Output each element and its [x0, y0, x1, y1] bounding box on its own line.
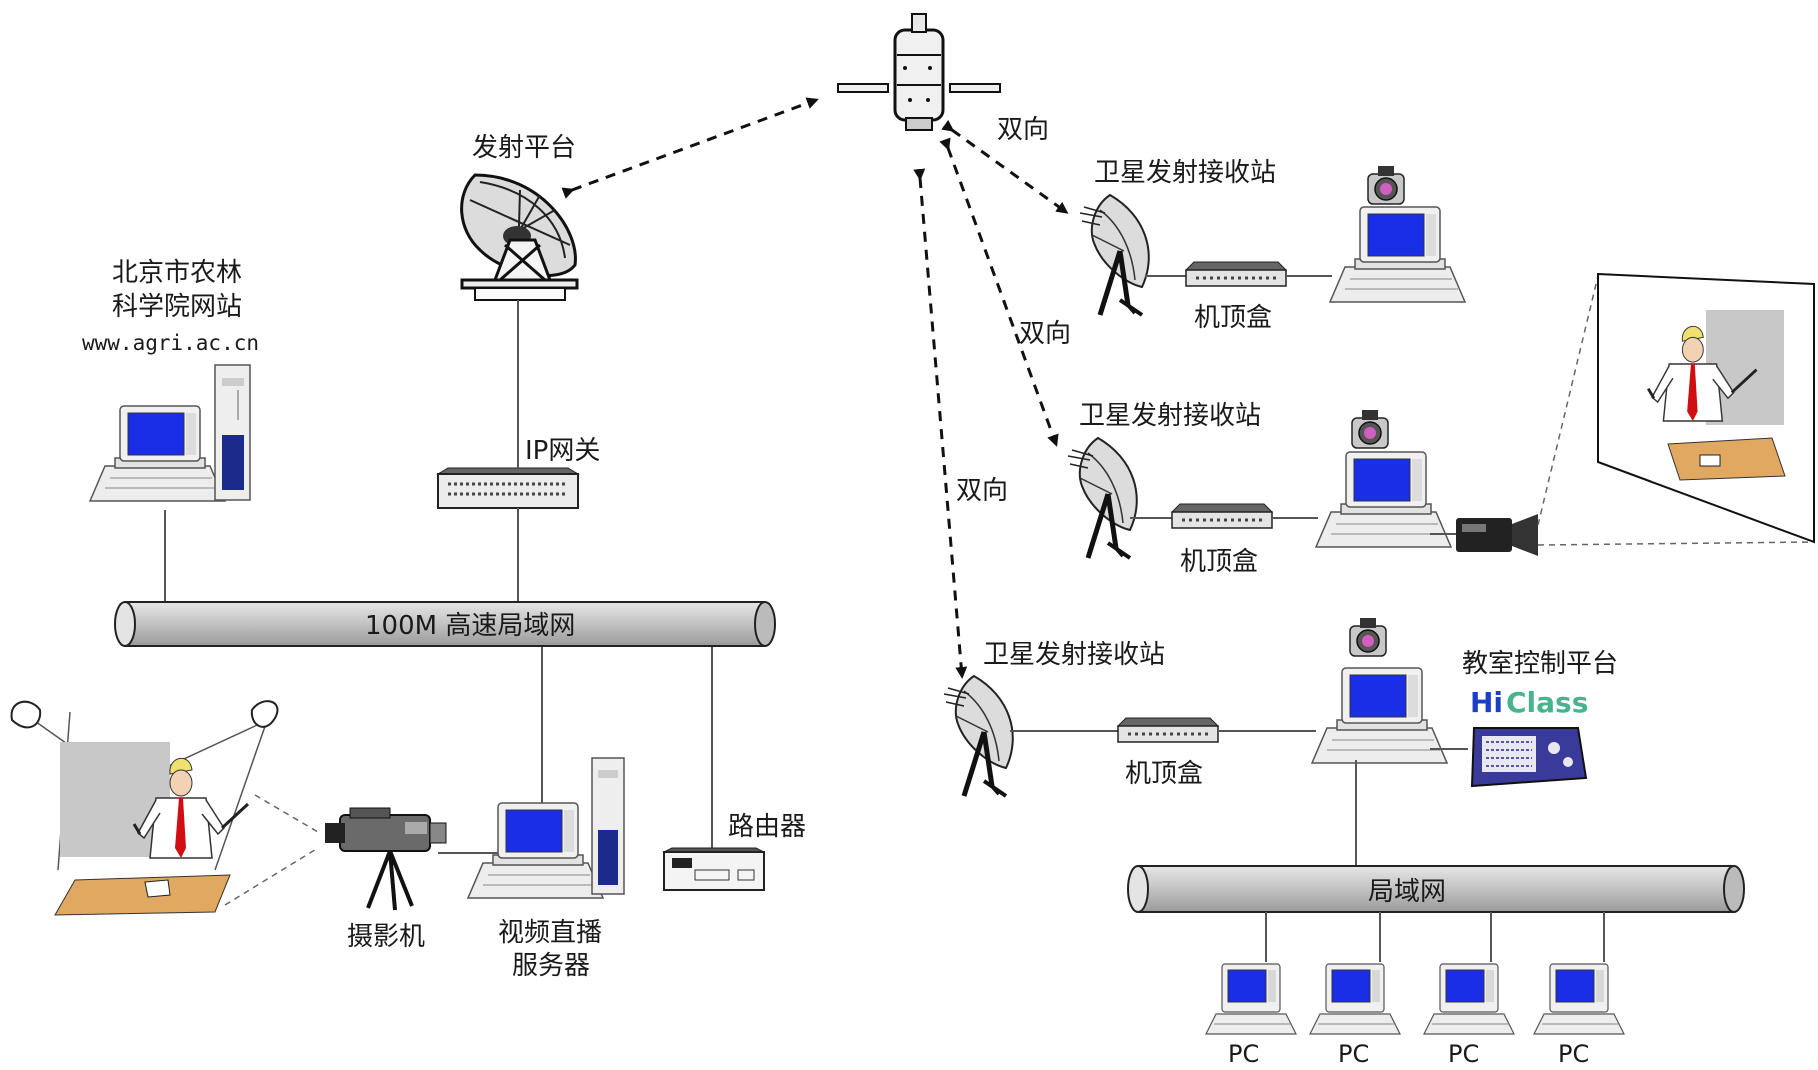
satellite-station2-link	[939, 137, 1059, 447]
hiclass-hi-text: Hi	[1470, 686, 1503, 719]
ip-gateway-icon	[436, 467, 580, 509]
lan-100m-pipe	[114, 601, 776, 647]
site-name-line2: 科学院网站	[112, 292, 242, 322]
station3-computer-icon	[1311, 617, 1448, 764]
ip-gateway-label: IP网关	[525, 436, 600, 466]
router-label: 路由器	[728, 812, 806, 842]
hiclass-class-text: Class	[1506, 686, 1588, 719]
station3-stb-icon	[1116, 716, 1220, 744]
teacher-camera-dash-1	[254, 794, 319, 833]
station2-stb-icon	[1170, 502, 1274, 530]
station1-dish-icon	[1080, 195, 1149, 315]
control-keyboard-icon	[1470, 727, 1588, 788]
station2-dish-icon	[1068, 438, 1137, 558]
satellite-station3-link	[913, 168, 968, 679]
website-computer-icon	[89, 364, 251, 502]
site-name-line1: 北京市农林	[112, 258, 242, 288]
camera-screen-dash-top	[1537, 275, 1599, 526]
hiclass-logo: Hi Class	[1470, 686, 1588, 719]
camera-screen-dash-bottom	[1537, 541, 1815, 546]
lan-100m-label: 100M 高速局域网	[365, 611, 575, 641]
platform-satellite-link	[561, 97, 819, 199]
station2-stb-label: 机顶盒	[1180, 547, 1258, 577]
projection-screen-teacher	[1597, 272, 1815, 544]
camera-label: 摄影机	[347, 922, 425, 952]
station3-dish-icon	[944, 676, 1013, 796]
site-url: www.agri.ac.cn	[82, 331, 259, 355]
pc2-icon	[1309, 963, 1401, 1035]
station2-label: 卫星发射接收站	[1079, 401, 1261, 431]
teacher-camera-dash-2	[224, 847, 319, 906]
bidirectional-label-2: 双向	[1019, 319, 1071, 349]
router-icon	[663, 847, 765, 891]
server-label-line2: 服务器	[512, 951, 590, 981]
station3-stb-label: 机顶盒	[1125, 759, 1203, 789]
launch-platform-label: 发射平台	[472, 133, 576, 163]
launch-platform-dish-icon	[460, 173, 579, 301]
station1-computer-icon	[1329, 165, 1466, 303]
pc4-label: PC	[1558, 1040, 1589, 1068]
bidirectional-label-3: 双向	[956, 476, 1008, 506]
pc2-label: PC	[1338, 1040, 1369, 1068]
station2-video-camera-icon	[1456, 514, 1538, 556]
station1-stb-label: 机顶盒	[1194, 303, 1272, 333]
pc1-icon	[1205, 963, 1297, 1035]
station2-computer-icon	[1315, 409, 1452, 548]
pc1-label: PC	[1228, 1040, 1259, 1068]
classroom-control-label: 教室控制平台	[1462, 649, 1618, 679]
video-camera-icon	[325, 807, 447, 911]
satellite-icon	[837, 13, 1001, 131]
local-lan-pipe	[1127, 865, 1745, 913]
video-server-icon	[467, 757, 625, 899]
server-label-line1: 视频直播	[498, 918, 602, 948]
pc4-icon	[1533, 963, 1625, 1035]
bidirectional-label-1: 双向	[997, 115, 1049, 145]
station3-label: 卫星发射接收站	[983, 640, 1165, 670]
station1-label: 卫星发射接收站	[1094, 158, 1276, 188]
local-lan-label: 局域网	[1368, 877, 1446, 907]
pc3-label: PC	[1448, 1040, 1479, 1068]
pc3-icon	[1423, 963, 1515, 1035]
teacher-scene-left	[10, 700, 279, 916]
station1-stb-icon	[1184, 260, 1288, 288]
